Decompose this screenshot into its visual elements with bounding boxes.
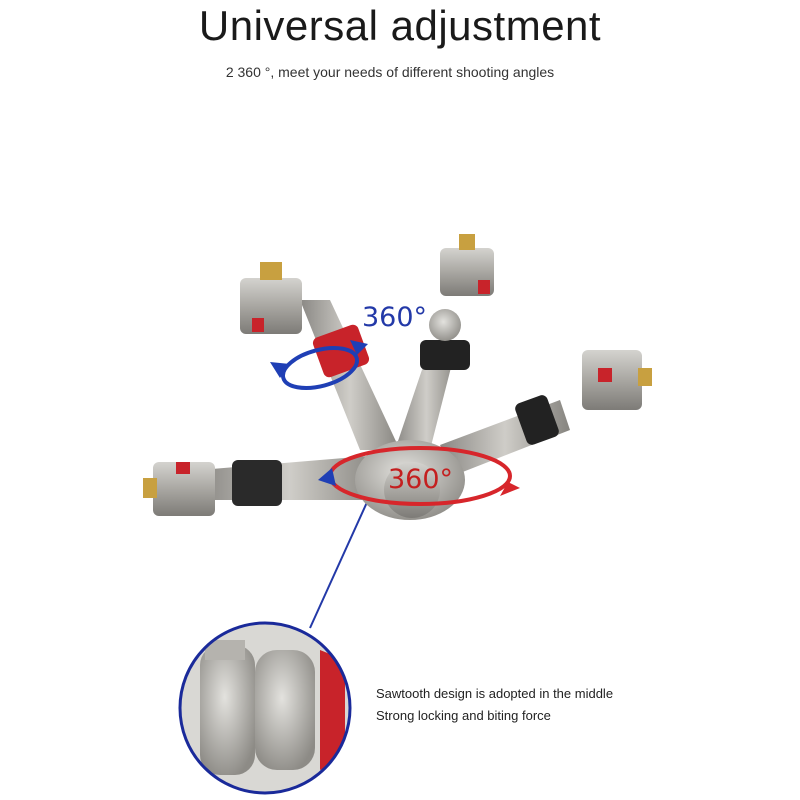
page-title: Universal adjustment bbox=[198, 2, 602, 49]
rotation-label-middle: 360° bbox=[388, 464, 454, 495]
rotation-label-top: 360° bbox=[362, 302, 428, 333]
caption-line-1: Sawtooth design is adopted in the middle bbox=[376, 686, 614, 701]
rotation-arrow-top bbox=[270, 340, 368, 390]
page-subtitle: 2 360 °, meet your needs of different sh… bbox=[225, 64, 555, 80]
magnified-detail-lens bbox=[178, 621, 352, 795]
arm-right bbox=[440, 350, 652, 475]
arm-left bbox=[143, 455, 380, 516]
rotation-arrow-middle bbox=[318, 446, 520, 506]
caption-line-2: Strong locking and biting force bbox=[376, 708, 551, 723]
arm-upper-left bbox=[240, 262, 400, 450]
arm-top bbox=[395, 234, 494, 450]
